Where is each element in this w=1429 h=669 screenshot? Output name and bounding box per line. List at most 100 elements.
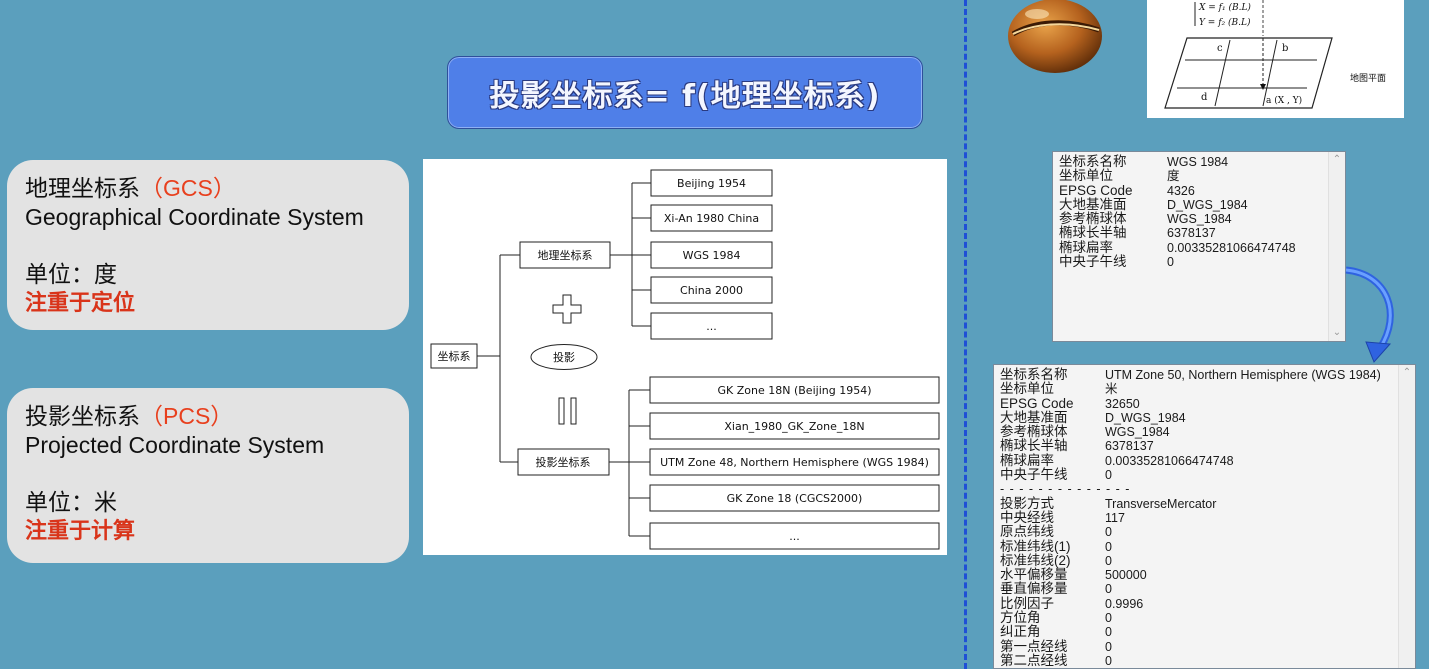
property-value: WGS 1984 [1167, 155, 1229, 169]
property-value: 500000 [1105, 568, 1147, 583]
property-key: 标准纬线(2) [1000, 552, 1071, 568]
pcs-items-label: UTM Zone 48, Northern Hemisphere (WGS 19… [660, 456, 929, 469]
gcs-items-box [650, 169, 773, 197]
formula-label-d: d [1201, 92, 1208, 103]
property-key: 原点纬线 [1000, 524, 1054, 540]
property-value: 0 [1105, 468, 1112, 483]
tree-root-box [430, 343, 478, 369]
formula-label-b: b [1282, 43, 1288, 54]
pcs-name: 投影坐标系 [25, 403, 140, 429]
gcs-items-box [650, 204, 773, 232]
property-key: 坐标单位 [1000, 381, 1054, 397]
pcs-items-label: ... [789, 530, 800, 543]
gcs-items-label: ... [706, 320, 717, 333]
wgs-panel-scrollbar[interactable]: ⌃ ⌄ [1328, 152, 1345, 341]
property-value: 0 [1105, 525, 1112, 540]
property-row: 第一点经线 0 [1000, 638, 1381, 654]
property-value: 0 [1167, 255, 1174, 270]
property-key: EPSG Code [1000, 395, 1074, 411]
gcs-items-box [650, 312, 773, 340]
property-value: 0.00335281066474748 [1105, 453, 1234, 468]
page-title: 投影坐标系= f(地理坐标系) [489, 78, 881, 114]
property-value: 度 [1167, 169, 1180, 184]
property-value: D_WGS_1984 [1105, 410, 1186, 425]
property-row: 椭球扁率 0.00335281066474748 [1000, 452, 1381, 468]
property-value: WGS_1984 [1105, 425, 1170, 440]
gcs-focus: 注重于定位 [25, 290, 136, 315]
property-key: 标准纬线(1) [1000, 538, 1071, 554]
gcs-items-box [650, 276, 773, 304]
property-key: 中央子午线 [1059, 254, 1127, 270]
curved-arrow-icon [1340, 262, 1410, 366]
property-row: 水平偏移量 500000 [1000, 567, 1381, 583]
property-row: EPSG Code 4326 [1059, 182, 1296, 198]
property-row: 比例因子 0.9996 [1000, 595, 1381, 611]
property-key: 中央经线 [1000, 509, 1054, 525]
gcs-items-box [650, 241, 773, 269]
title-banner: 投影坐标系= f(地理坐标系) [447, 56, 923, 129]
property-separator: - - - - - - - - - - - - - - [1000, 482, 1131, 497]
property-key: 比例因子 [1000, 595, 1054, 611]
pcs-items-label: Xian_1980_GK_Zone_18N [724, 420, 864, 433]
tree-root-label: 坐标系 [438, 349, 471, 363]
equals-icon [558, 397, 577, 425]
property-key: EPSG Code [1059, 182, 1133, 198]
property-key: 投影方式 [1000, 495, 1054, 511]
property-key: 方位角 [1000, 610, 1041, 626]
property-key: 第一点经线 [1000, 638, 1068, 654]
scroll-up-icon[interactable]: ⌃ [1402, 367, 1412, 378]
tree-gcs-box [519, 241, 611, 269]
property-value: 6378137 [1105, 439, 1154, 454]
gcs-unit: 单位：度 [25, 261, 117, 287]
property-value: 米 [1105, 382, 1118, 397]
pcs-items-box [649, 376, 940, 404]
gcs-english: Geographical Coordinate System [25, 204, 364, 230]
property-row: 坐标单位 米 [1000, 381, 1381, 397]
property-value: 0 [1105, 639, 1112, 654]
formula-plane-label: 地图平面 [1350, 72, 1386, 84]
pcs-focus: 注重于计算 [25, 518, 136, 543]
property-value: TransverseMercator [1105, 496, 1217, 511]
property-value: 0 [1105, 625, 1112, 640]
property-row: 标准纬线(2)0 [1000, 552, 1381, 568]
property-row: 投影方式 TransverseMercator [1000, 495, 1381, 511]
property-row: 方位角 0 [1000, 610, 1381, 626]
property-value: 0 [1105, 611, 1112, 626]
property-key: 坐标单位 [1059, 168, 1113, 184]
utm-panel-scrollbar[interactable]: ⌃ [1398, 365, 1415, 668]
property-key: 水平偏移量 [1000, 567, 1068, 583]
property-value: 4326 [1167, 183, 1195, 198]
property-key: 参考椭球体 [1059, 211, 1127, 227]
gcs-name: 地理坐标系 [25, 175, 140, 201]
pcs-card: 投影坐标系（PCS） Projected Coordinate System 单… [7, 388, 409, 563]
pcs-items-box [649, 448, 940, 476]
property-value: 0.9996 [1105, 596, 1144, 611]
plus-icon [552, 294, 582, 324]
gcs-items-label: WGS 1984 [683, 249, 741, 262]
property-value: WGS_1984 [1167, 212, 1232, 227]
gcs-items-label: China 2000 [680, 284, 743, 297]
property-value: UTM Zone 50, Northern Hemisphere (WGS 19… [1105, 368, 1381, 382]
projection-formula-figure: X = f₁ (B.L) Y = f₂ (B.L) c b d a (X , Y… [1147, 0, 1404, 118]
property-key: 大地基准面 [1000, 409, 1068, 425]
property-value: 0.00335281066474748 [1167, 240, 1296, 255]
property-row: 标准纬线(1)0 [1000, 538, 1381, 554]
gcs-card: 地理坐标系（GCS） Geographical Coordinate Syste… [7, 160, 409, 330]
scroll-up-icon[interactable]: ⌃ [1332, 154, 1342, 165]
property-value: 0 [1105, 653, 1112, 668]
scroll-down-icon[interactable]: ⌄ [1332, 327, 1342, 338]
property-key: 椭球扁率 [1000, 452, 1054, 468]
gcs-items-label: Beijing 1954 [677, 177, 746, 190]
